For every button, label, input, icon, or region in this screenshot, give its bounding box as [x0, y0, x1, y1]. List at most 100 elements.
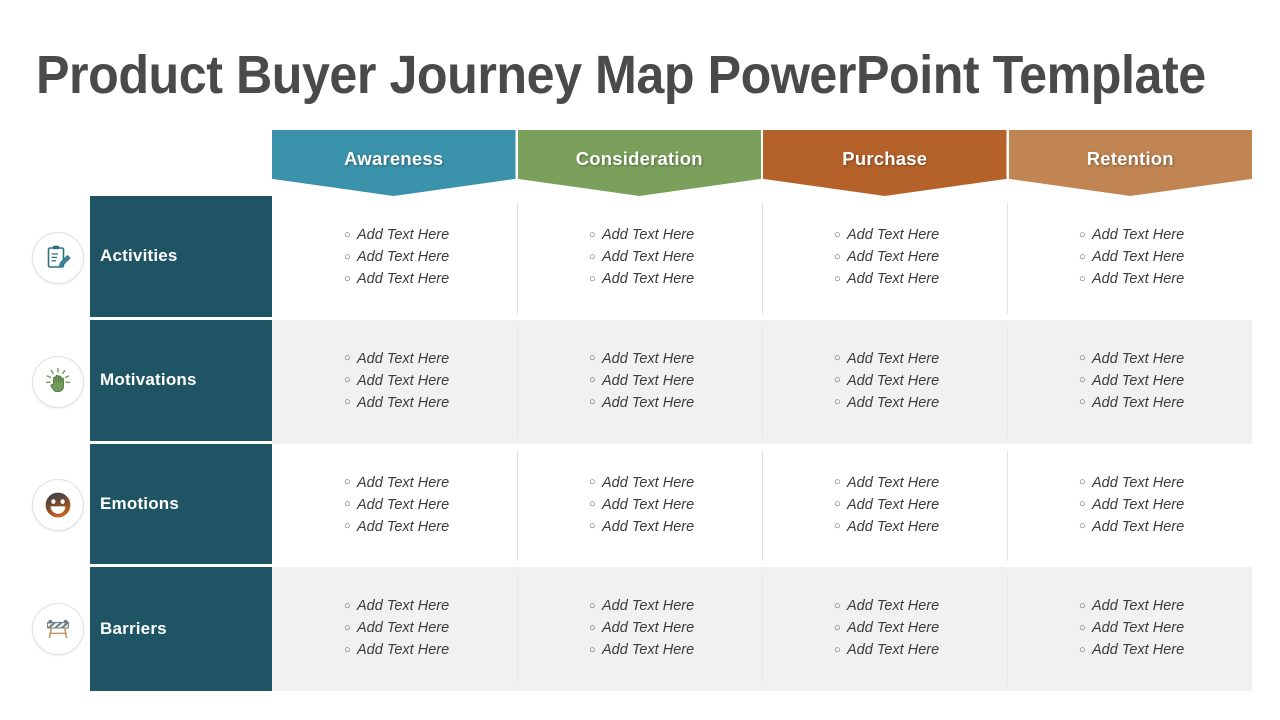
- bullet-item[interactable]: ○Add Text Here: [834, 494, 1007, 516]
- bullet-item[interactable]: ○Add Text Here: [834, 370, 1007, 392]
- bullet-item[interactable]: ○Add Text Here: [589, 246, 762, 268]
- bullet-item[interactable]: ○Add Text Here: [1079, 494, 1252, 516]
- row-icon-slot: [30, 196, 86, 320]
- bullet-item[interactable]: ○Add Text Here: [344, 639, 517, 661]
- grid-cell-barriers-purchase[interactable]: ○Add Text Here○Add Text Here○Add Text He…: [762, 567, 1007, 691]
- bullet-item[interactable]: ○Add Text Here: [344, 595, 517, 617]
- bullet-item[interactable]: ○Add Text Here: [1079, 595, 1252, 617]
- bullet-item[interactable]: ○Add Text Here: [344, 224, 517, 246]
- bullet-text: Add Text Here: [1092, 271, 1185, 287]
- bullet-text: Add Text Here: [847, 227, 940, 243]
- grid-cell-activities-awareness[interactable]: ○Add Text Here○Add Text Here○Add Text He…: [272, 196, 517, 320]
- bullet-item[interactable]: ○ Add Text Here: [589, 472, 762, 494]
- bullet-item[interactable]: ○Add Text Here: [1079, 348, 1252, 370]
- road-barricade-icon: [32, 603, 84, 656]
- stage-header-consideration[interactable]: Consideration: [517, 130, 761, 196]
- bullet-item[interactable]: ○Add Text Here: [1079, 268, 1252, 290]
- bullet-text: Add Text Here: [1092, 474, 1185, 491]
- bullet-item[interactable]: ○Add Text Here: [834, 268, 1007, 290]
- bullet-item[interactable]: ○Add Text Here: [344, 392, 517, 414]
- bullet-circle-icon: ○: [344, 272, 351, 285]
- bullet-text: Add Text Here: [602, 518, 695, 535]
- bullet-item[interactable]: ○Add Text Here: [344, 268, 517, 290]
- bullet-text: Add Text Here: [1092, 642, 1185, 659]
- bullet-item[interactable]: ○Add Text Here: [344, 246, 517, 268]
- grid-cell-activities-purchase[interactable]: ○Add Text Here○Add Text Here○Add Text He…: [762, 196, 1007, 320]
- bullet-item[interactable]: ○Add Text Here: [834, 246, 1007, 268]
- bullet-item[interactable]: ○Add Text Here: [344, 494, 517, 516]
- bullet-item[interactable]: ○Add Text Here: [589, 617, 762, 639]
- row-label-motivations[interactable]: Motivations: [90, 319, 272, 441]
- bullet-item[interactable]: ○Add Text Here: [1079, 224, 1252, 246]
- bullet-item[interactable]: ○Add Text Here: [1079, 639, 1252, 661]
- bullet-circle-icon: ○: [589, 476, 596, 488]
- grid-cell-motivations-awareness[interactable]: ○Add Text Here○Add Text Here○Add Text He…: [272, 320, 517, 444]
- bullet-text: Add Text Here: [1092, 350, 1185, 367]
- bullet-circle-icon: ○: [1079, 250, 1086, 263]
- bullet-item[interactable]: ○Add Text Here: [1079, 392, 1252, 414]
- bullet-circle-icon: ○: [589, 374, 596, 387]
- grid-cell-emotions-consideration[interactable]: ○Add Text Here○Add Text Here○Add Text He…: [517, 444, 762, 568]
- bullet-item[interactable]: ○Add Text Here: [344, 516, 517, 538]
- grid-cell-motivations-retention[interactable]: ○Add Text Here○Add Text Here○Add Text He…: [1007, 320, 1252, 444]
- row-label-barriers[interactable]: Barriers: [90, 567, 272, 691]
- bullet-item[interactable]: ○Add Text Here: [834, 472, 1007, 494]
- bullet-circle-icon: ○: [344, 374, 351, 387]
- stage-header-retention[interactable]: Retention: [1008, 130, 1252, 196]
- bullet-item[interactable]: ○Add Text Here: [589, 494, 762, 516]
- bullet-item[interactable]: ○Add Text Here: [834, 348, 1007, 370]
- bullet-item[interactable]: ○Add Text Here: [1079, 617, 1252, 639]
- row-label-emotions[interactable]: Emotions: [90, 443, 272, 565]
- bullet-text: Add Text Here: [1092, 249, 1185, 265]
- bullet-item[interactable]: ○Add Text Here: [589, 268, 762, 290]
- bullet-item[interactable]: ○Add Text Here: [834, 516, 1007, 538]
- grid-cell-activities-retention[interactable]: ○Add Text Here○Add Text Here○Add Text He…: [1007, 196, 1252, 320]
- smiley-face-icon: [32, 479, 84, 532]
- bullet-item[interactable]: ○Add Text Here: [834, 639, 1007, 661]
- page-title: Product Buyer Journey Map PowerPoint Tem…: [36, 45, 1206, 105]
- stage-header-purchase[interactable]: Purchase: [763, 130, 1007, 196]
- bullet-item[interactable]: ○Add Text Here: [589, 595, 762, 617]
- grid-cell-emotions-retention[interactable]: ○Add Text Here○Add Text Here○Add Text He…: [1007, 444, 1252, 568]
- bullet-text: Add Text Here: [847, 518, 940, 535]
- bullet-circle-icon: ○: [1079, 498, 1086, 510]
- grid-cell-barriers-awareness[interactable]: ○Add Text Here○Add Text Here○Add Text He…: [272, 567, 517, 691]
- bullet-text: Add Text Here: [602, 474, 695, 491]
- bullet-circle-icon: ○: [834, 476, 841, 488]
- bullet-item[interactable]: ○Add Text Here: [1079, 516, 1252, 538]
- bullet-item[interactable]: ○Add Text Here: [344, 348, 517, 370]
- bullet-item[interactable]: ○ Add Text Here: [1079, 246, 1252, 268]
- grid-row: ○ Add Text Here ○ Add Text Here ○ Add Text He…: [272, 443, 1252, 568]
- grid-cell-activities-consideration[interactable]: ○Add Text Here○Add Text Here○Add Text He…: [517, 196, 762, 320]
- bullet-item[interactable]: ○Add Text Here: [344, 370, 517, 392]
- grid-cell-barriers-retention[interactable]: ○Add Text Here○Add Text Here○Add Text He…: [1007, 567, 1252, 691]
- bullet-item[interactable]: ○Add Text Here: [589, 516, 762, 538]
- bullet-item[interactable]: ○Add Text Here: [834, 595, 1007, 617]
- bullet-item[interactable]: ○Add Text Here: [1079, 370, 1252, 392]
- bullet-circle-icon: ○: [589, 228, 596, 241]
- bullet-item[interactable]: ○Add Text Here: [834, 617, 1007, 639]
- bullet-circle-icon: ○: [589, 621, 596, 634]
- grid-cell-emotions-purchase[interactable]: ○Add Text Here○Add Text Here○Add Text He…: [762, 444, 1007, 568]
- bullet-item[interactable]: ○Add Text Here: [589, 392, 762, 414]
- stage-header-awareness[interactable]: Awareness: [272, 130, 516, 196]
- bullet-text: Add Text Here: [357, 350, 450, 367]
- bullet-item[interactable]: ○Add Text Here: [589, 348, 762, 370]
- bullet-item[interactable]: ○Add Text Here: [589, 370, 762, 392]
- bullet-item[interactable]: ○Add Text Here: [1079, 472, 1252, 494]
- bullet-item[interactable]: ○Add Text Here: [344, 617, 517, 639]
- bullet-item[interactable]: ○Add Text Here: [344, 472, 517, 494]
- bullet-item[interactable]: ○Add Text Here: [834, 224, 1007, 246]
- bullet-text: Add Text Here: [847, 394, 940, 411]
- grid-cell-motivations-consideration[interactable]: ○Add Text Here○Add Text Here○Add Text He…: [517, 320, 762, 444]
- grid-cell-barriers-consideration[interactable]: ○Add Text Here○Add Text Here○Add Text He…: [517, 567, 762, 691]
- bullet-circle-icon: ○: [344, 476, 351, 488]
- grid-cell-emotions-awareness[interactable]: ○Add Text Here○Add Text Here○Add Text He…: [272, 444, 517, 568]
- bullet-item[interactable]: ○Add Text Here: [834, 392, 1007, 414]
- bullet-item[interactable]: ○Add Text Here: [589, 639, 762, 661]
- row-label-activities[interactable]: Activities: [90, 196, 272, 317]
- bullet-circle-icon: ○: [1079, 374, 1086, 387]
- bullet-item[interactable]: ○Add Text Here: [589, 224, 762, 246]
- grid-cell-motivations-purchase[interactable]: ○Add Text Here○Add Text Here○Add Text He…: [762, 320, 1007, 444]
